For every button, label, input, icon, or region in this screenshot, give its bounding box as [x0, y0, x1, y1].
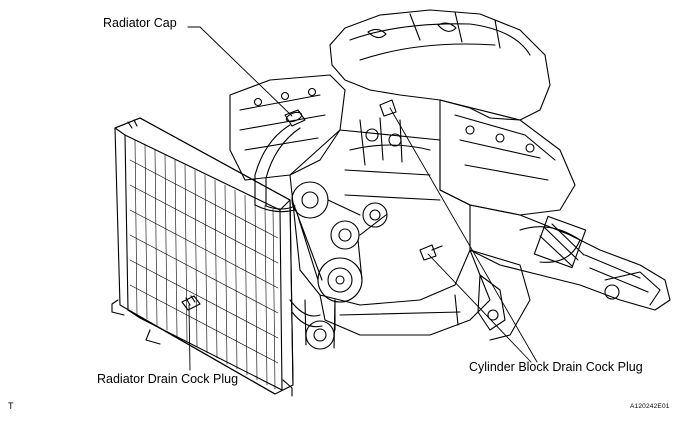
radiator-drain-cock-plug-label: Radiator Drain Cock Plug [97, 372, 239, 386]
radiator-cap-label: Radiator Cap [103, 16, 177, 30]
leader-lines [187, 26, 538, 371]
engine-block [229, 9, 671, 341]
cylinder-block-drain-cock-plug-label: Cylinder Block Drain Cock Plug [469, 360, 643, 374]
radiator [111, 117, 294, 397]
corner-mark: T [8, 401, 14, 411]
coolant-hoses [254, 99, 443, 328]
radiator-drain-plug [181, 295, 201, 311]
pulleys-belt [291, 181, 388, 350]
radiator-core [129, 139, 279, 390]
figure-code: A120242E01 [630, 403, 670, 410]
